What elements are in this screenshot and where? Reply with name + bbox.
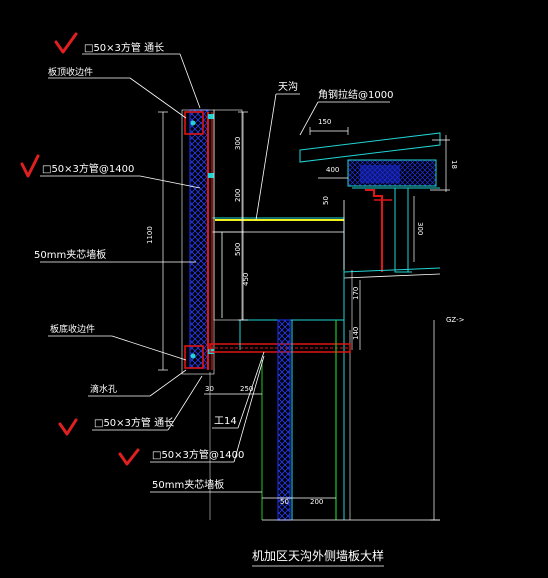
dim-50: 50 <box>322 196 330 205</box>
leader-lines <box>40 53 300 493</box>
label-gutter: 天沟 <box>278 80 298 93</box>
label-bottom-tube: □50×3方管 通长 <box>94 416 174 429</box>
check-mark-3-icon <box>58 418 78 436</box>
wall-panel-lower <box>209 319 440 521</box>
label-panel-bottom: 50mm夹芯墙板 <box>152 478 224 491</box>
label-mid-tube: □50×3方管@1400 <box>42 162 134 175</box>
dim-250: 250 <box>240 385 253 393</box>
dim-30: 30 <box>205 385 214 393</box>
dim-lines-left <box>158 111 361 499</box>
dim-300-left: 300 <box>234 137 242 150</box>
axis-tag: GZ-> <box>446 316 465 324</box>
dim-18: 18 <box>450 160 458 169</box>
label-drain-hole: 滴水孔 <box>90 383 117 395</box>
check-mark-2-icon <box>20 154 40 178</box>
wall-panel-upper <box>181 109 244 375</box>
dim-200: 200 <box>234 189 242 202</box>
label-top-tube: □50×3方管 通长 <box>84 41 164 54</box>
label-top-flashing: 板顶收边件 <box>48 66 93 78</box>
dim-450: 450 <box>242 273 250 286</box>
dim-150: 150 <box>318 118 331 126</box>
dim-200-bottom: 200 <box>310 498 323 506</box>
dim-1100: 1100 <box>146 226 154 244</box>
label-steel-section: 工14 <box>214 416 237 427</box>
check-mark-1-icon <box>54 32 78 54</box>
check-marks <box>20 32 140 466</box>
drawing-title: 机加区天沟外侧墙板大样 <box>252 548 384 563</box>
label-panel-left: 50mm夹芯墙板 <box>34 248 106 261</box>
roof-panel <box>212 101 441 520</box>
label-angle-tie: 角钢拉结@1000 <box>318 88 393 101</box>
dim-170: 170 <box>352 287 360 300</box>
dim-140: 140 <box>352 327 360 340</box>
label-bottom-tube-2: □50×3方管@1400 <box>152 448 244 461</box>
dim-50-bottom: 50 <box>280 498 289 506</box>
dim-400: 400 <box>326 166 339 174</box>
dim-300: 300 <box>416 222 424 235</box>
dim-500: 500 <box>234 243 242 256</box>
check-mark-4-icon <box>118 448 140 466</box>
label-bottom-flashing: 板底收边件 <box>50 323 95 335</box>
